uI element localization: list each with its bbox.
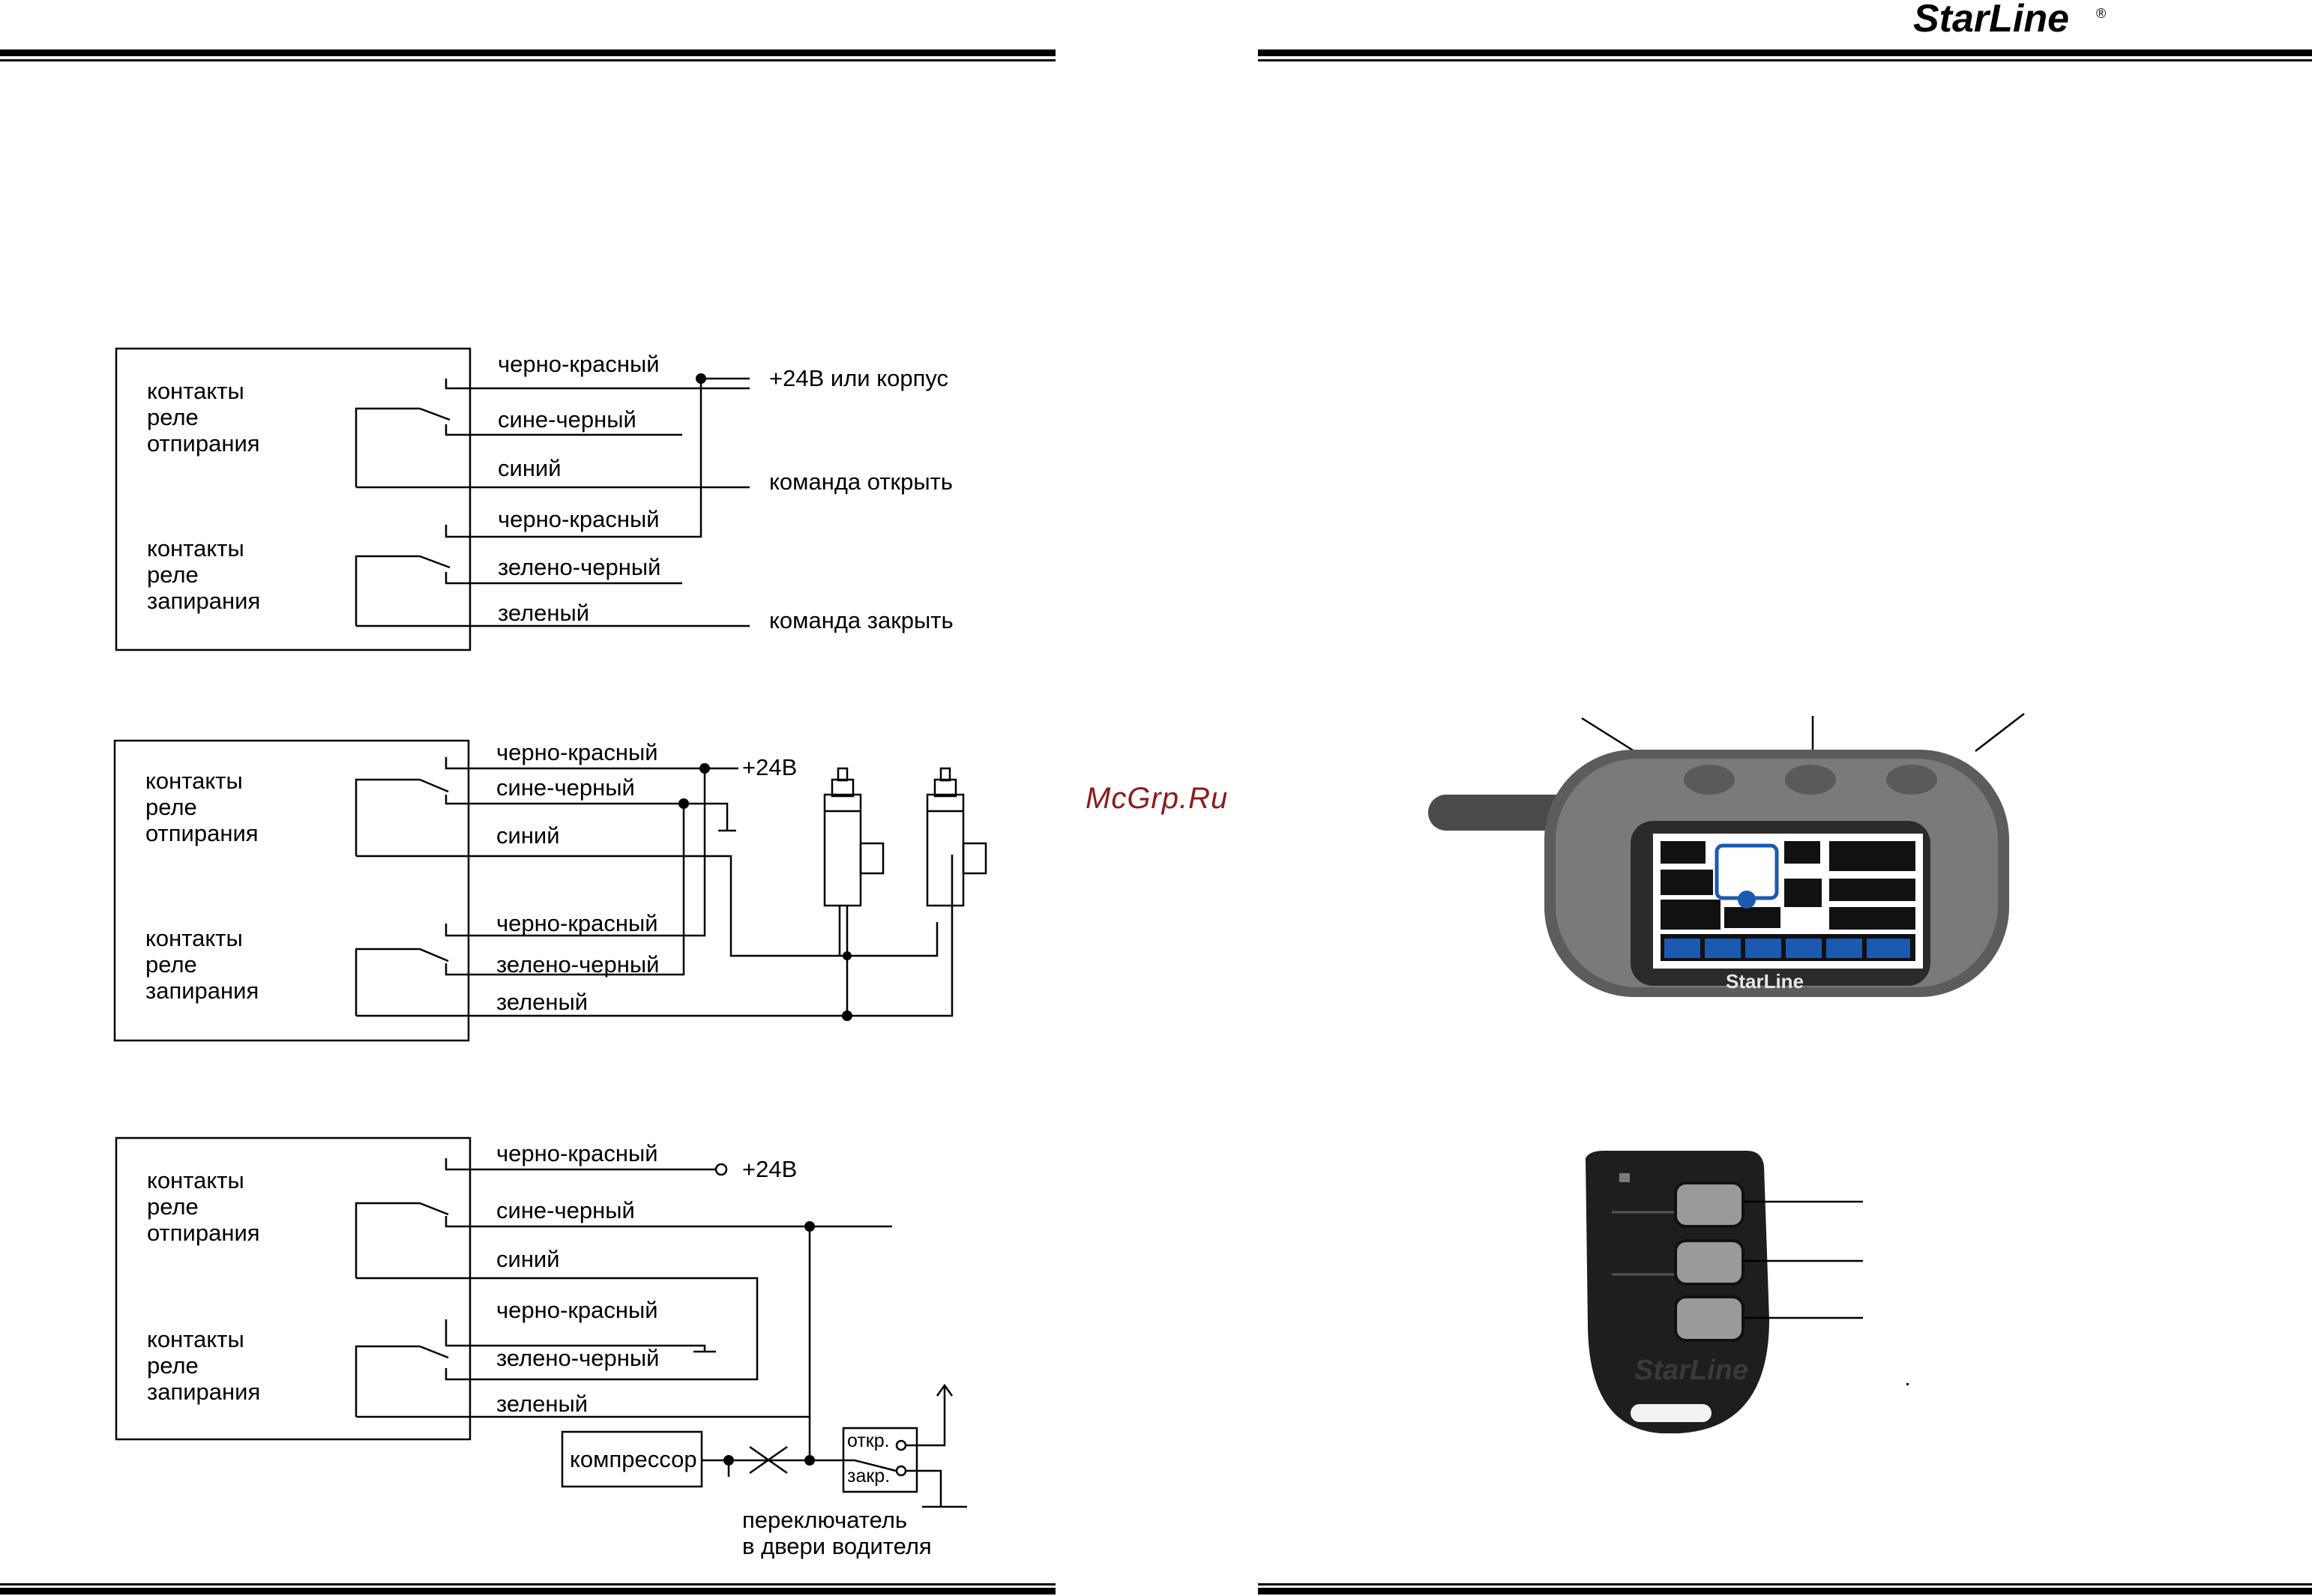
wire-blue-black: сине-черный — [496, 774, 635, 801]
switch-open-label: откр. — [847, 1430, 890, 1451]
relay-unlock-line3: отпирания — [147, 430, 260, 457]
watermark: McGrp.Ru — [1086, 782, 1228, 815]
relay-lock-line3: запирания — [147, 588, 260, 614]
relay-lock-line2: реле — [147, 561, 199, 588]
relay-unlock-line2: реле — [147, 1193, 199, 1220]
diagram-2: контакты реле отпирания контакты реле за… — [113, 739, 987, 1042]
lcd-remote-image: StarLine — [1428, 713, 2025, 997]
wire-green: зеленый — [496, 1391, 588, 1417]
wire-green-black: зелено-черный — [498, 554, 660, 580]
relay-lock-line2: реле — [147, 1352, 199, 1379]
compressor-label: компрессор — [570, 1446, 697, 1472]
aux-remote-image: StarLine — [1586, 1151, 1909, 1433]
wire-blue-black: сине-черный — [496, 1197, 635, 1223]
aux-button-2 — [1674, 1239, 1744, 1286]
wire-black-red-2: черно-красный — [496, 1297, 658, 1323]
label-24v: +24В — [742, 754, 797, 780]
header-rules — [0, 49, 2312, 61]
label-24v-or-ground: +24В или корпус — [769, 365, 948, 391]
relay-unlock-line1: контакты — [147, 1167, 244, 1193]
relay-lock-line2: реле — [145, 951, 197, 978]
diagram-3: контакты реле отпирания контакты реле за… — [115, 1136, 967, 1559]
fob-button-right — [1886, 765, 1937, 795]
door-actuator-2 — [926, 767, 987, 907]
switch-close-label: закр. — [847, 1466, 890, 1487]
relay-lock-line1: контакты — [145, 925, 243, 951]
wire-green: зеленый — [498, 600, 589, 626]
label-command-open: команда открыть — [769, 469, 953, 495]
antenna — [1428, 795, 1578, 831]
relay-unlock-line1: контакты — [145, 768, 243, 794]
compressor-box — [561, 1430, 703, 1488]
door-actuator-1 — [823, 767, 885, 1016]
logo-reg: ® — [2096, 6, 2106, 21]
lcd-brand: StarLine — [1726, 970, 1804, 993]
aux-slot — [1631, 1404, 1712, 1422]
aux-button-3 — [1674, 1295, 1744, 1342]
label-command-close: команда закрыть — [769, 607, 954, 633]
wire-black-red: черно-красный — [496, 739, 658, 765]
wire-black-red-2: черно-красный — [496, 910, 658, 936]
relay-unlock-line2: реле — [145, 794, 197, 820]
aux-button-1 — [1674, 1181, 1744, 1228]
starline-logo: StarLine ® — [1913, 0, 2106, 40]
door-switch: откр. закр. — [842, 1383, 967, 1508]
wire-black-red-2: черно-красный — [498, 506, 660, 532]
switch-caption-line1: переключатель — [742, 1507, 907, 1533]
wire-blue: синий — [496, 1246, 560, 1272]
relay-lock-line1: контакты — [147, 1326, 244, 1352]
relay-lock-line1: контакты — [147, 535, 244, 561]
wire-green-black: зелено-черный — [496, 1345, 659, 1371]
fob-button-center — [1785, 765, 1836, 795]
wire-green: зеленый — [496, 989, 588, 1015]
label-24v: +24В — [742, 1156, 797, 1182]
relay-unlock-line3: отпирания — [145, 820, 259, 846]
relay-unlock-line1: контакты — [147, 378, 244, 404]
logo-text: StarLine — [1913, 0, 2069, 40]
wire-blue: синий — [498, 455, 562, 481]
footer-rules — [0, 1583, 2312, 1595]
wire-green-black: зелено-черный — [496, 951, 659, 978]
switch-caption-line2: в двери водителя — [742, 1533, 932, 1559]
wire-black-red: черно-красный — [498, 351, 660, 377]
wire-blue-black: сине-черный — [498, 406, 636, 433]
relay-unlock-line2: реле — [147, 404, 199, 430]
fob-button-left — [1684, 765, 1735, 795]
wire-blue: синий — [496, 822, 560, 849]
relay-lock-line3: запирания — [145, 978, 259, 1004]
relay-unlock-line3: отпирания — [147, 1220, 260, 1246]
wire-black-red: черно-красный — [496, 1140, 658, 1166]
diagram-1: контакты реле отпирания контакты реле за… — [115, 347, 954, 651]
relay-lock-line3: запирания — [147, 1379, 260, 1405]
aux-brand: StarLine — [1634, 1355, 1748, 1386]
